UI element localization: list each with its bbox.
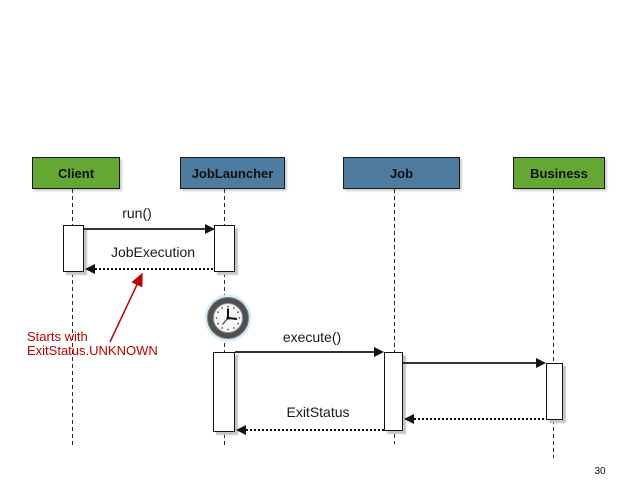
- actor-box-business: Business: [513, 157, 605, 189]
- activation-client: [63, 225, 84, 272]
- clock-icon: [204, 294, 252, 342]
- page-number: 30: [594, 466, 606, 477]
- message-label-execute: execute(): [282, 329, 342, 345]
- annotation-line2: ExitStatus.UNKNOWN: [27, 343, 158, 358]
- message-line-exitstatus: [246, 429, 384, 431]
- actor-label-client: Client: [57, 165, 95, 181]
- lifeline-business: [553, 189, 554, 458]
- actor-label-job: Job: [389, 165, 414, 181]
- activation-joblauncher-1: [214, 225, 235, 272]
- message-line-run: [84, 228, 206, 230]
- actor-box-job: Job: [343, 157, 460, 189]
- arrowhead-exitstatus-icon: [236, 425, 246, 435]
- arrowhead-run-icon: [205, 224, 215, 234]
- actor-label-business: Business: [530, 165, 588, 181]
- arrowhead-business-job-return-icon: [404, 414, 414, 424]
- lifeline-job: [394, 189, 395, 444]
- arrowhead-job-business-icon: [536, 358, 546, 368]
- activation-job: [384, 352, 403, 431]
- message-line-execute: [235, 351, 374, 353]
- arrowhead-execute-icon: [374, 347, 384, 357]
- arrowhead-jobexecution-icon: [85, 264, 95, 274]
- message-line-job-business: [403, 362, 536, 364]
- activation-joblauncher-2: [213, 352, 235, 432]
- message-line-jobexecution: [95, 268, 215, 270]
- actor-label-joblauncher: JobLauncher: [191, 165, 274, 181]
- actor-box-joblauncher: JobLauncher: [180, 157, 285, 189]
- annotation-arrow-icon: [105, 266, 150, 346]
- lifeline-client: [72, 189, 73, 446]
- message-line-business-job-return: [414, 418, 546, 420]
- actor-box-client: Client: [32, 157, 120, 189]
- message-label-run: run(): [122, 205, 152, 221]
- activation-business: [546, 363, 563, 420]
- annotation-text: Starts with ExitStatus.UNKNOWN: [27, 330, 158, 358]
- message-label-jobexecution: JobExecution: [110, 244, 196, 260]
- message-label-exitstatus: ExitStatus: [286, 404, 350, 420]
- annotation-line1: Starts with: [27, 329, 88, 344]
